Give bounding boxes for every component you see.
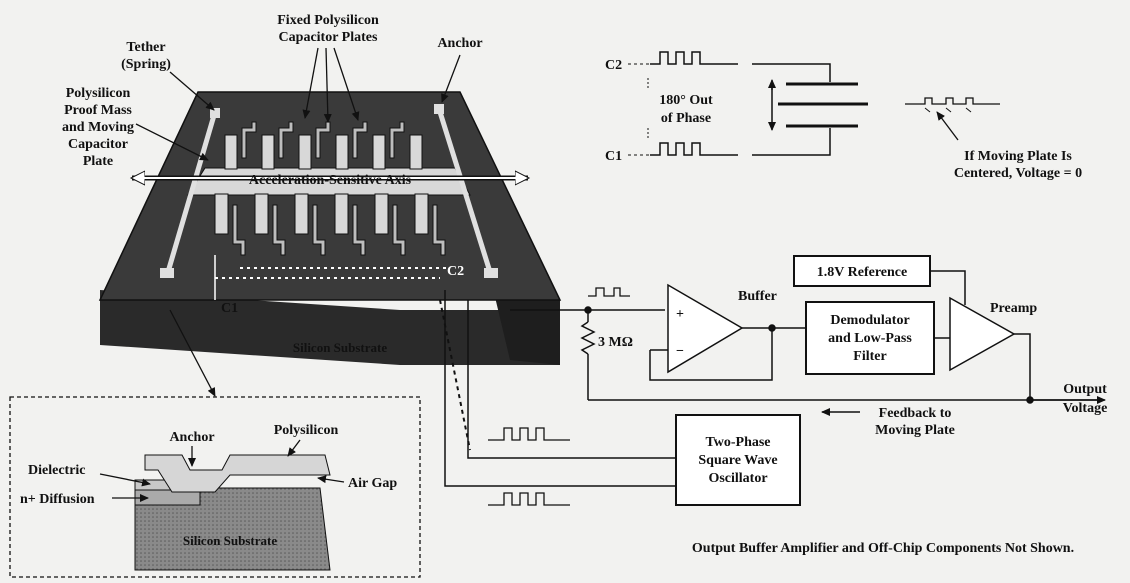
- demodulator-box: [805, 301, 935, 375]
- c1-label: C1: [221, 301, 238, 316]
- anchor-pad-tl: [210, 108, 220, 118]
- proof-mass-label-2: Proof Mass: [64, 103, 132, 118]
- oscillator-box: [675, 414, 801, 506]
- inset-substrate: [134, 487, 331, 571]
- demod-label-1: Demodulator: [830, 313, 909, 328]
- moving-fingers-bottom: [214, 193, 429, 235]
- oscillator-label-1: Two-Phase: [705, 435, 770, 450]
- anchor-pad-br: [484, 268, 498, 278]
- proof-mass-label-3: and Moving: [62, 120, 134, 135]
- output-label-1: Output: [1063, 382, 1107, 397]
- feedback-label-2: Moving Plate: [875, 423, 955, 438]
- reference-box: [793, 255, 931, 287]
- centered-output-wave: [905, 97, 1000, 105]
- resistor: [580, 321, 596, 355]
- footnote: Output Buffer Amplifier and Off-Chip Com…: [692, 541, 1074, 556]
- buffer-amp: [667, 283, 744, 374]
- cross-section-inset: Anchor Polysilicon Dielectric Air Gap n+…: [9, 309, 421, 578]
- anchor-pad-tr: [434, 104, 444, 114]
- osc-wave-1: [488, 427, 570, 441]
- plus-sign: +: [676, 307, 684, 322]
- axis-label: Acceleration-Sensitive Axis: [249, 173, 412, 188]
- signal-circuit: [439, 255, 1106, 506]
- sensor-chip: Acceleration-Sensitive Axis C1 C2 Silico…: [98, 91, 562, 365]
- phase-note-1: 180° Out: [659, 93, 713, 108]
- inset-n-diffusion-label: n+ Diffusion: [20, 492, 95, 507]
- preamp-label: Preamp: [990, 301, 1037, 316]
- reference-label: 1.8V Reference: [817, 265, 907, 280]
- demod-label-3: Filter: [853, 349, 886, 364]
- inset-polysilicon-label: Polysilicon: [274, 423, 339, 438]
- fixed-plates-label-1: Fixed Polysilicon: [277, 13, 379, 28]
- tether-left: [165, 111, 218, 273]
- tether-label-1: Tether: [126, 40, 165, 55]
- tether-right: [437, 111, 493, 273]
- oscillator-label-2: Square Wave: [698, 453, 777, 468]
- resistor-label: 3 MΩ: [598, 335, 633, 350]
- moving-fingers-top: [224, 134, 423, 170]
- phase-c1-label: C1: [605, 149, 622, 164]
- c2-label: C2: [447, 264, 464, 279]
- inset-dielectric-label: Dielectric: [28, 463, 86, 478]
- minus-sign: −: [676, 344, 684, 359]
- tether-label-2: (Spring): [121, 57, 171, 72]
- fixed-plates-label-2: Capacitor Plates: [279, 30, 378, 45]
- feedback-label-1: Feedback to: [879, 406, 952, 421]
- proof-mass-label-1: Polysilicon: [66, 86, 131, 101]
- substrate-label: Silicon Substrate: [293, 340, 387, 355]
- anchor-label: Anchor: [437, 36, 482, 51]
- c2-square-wave: [650, 51, 738, 65]
- buffer-label: Buffer: [738, 289, 777, 304]
- proof-mass-label-4: Capacitor: [68, 137, 128, 152]
- proof-mass-label-5: Plate: [83, 154, 113, 169]
- fixed-plates-top: [241, 121, 405, 159]
- preamp: [949, 296, 1016, 372]
- inset-polysilicon: [144, 454, 331, 493]
- osc-wave-2: [488, 492, 570, 506]
- demod-label-2: and Low-Pass: [828, 331, 912, 346]
- output-label-2: Voltage: [1063, 401, 1108, 416]
- centered-note-2: Centered, Voltage = 0: [954, 166, 1082, 181]
- c1-square-wave: [650, 142, 738, 156]
- centered-note-1: If Moving Plate Is: [964, 149, 1072, 164]
- fixed-plates-bottom: [232, 204, 446, 256]
- phase-c2-label: C2: [605, 58, 622, 73]
- anchor-pad-bl: [160, 268, 174, 278]
- inset-anchor-label: Anchor: [169, 430, 214, 445]
- oscillator-label-3: Oscillator: [708, 471, 767, 486]
- phase-diagram: C2 C1 180° Out of Phase If Moving Plate …: [605, 51, 1082, 181]
- inset-air-gap-label: Air Gap: [348, 476, 397, 491]
- phase-note-2: of Phase: [661, 111, 711, 126]
- inset-substrate-label: Silicon Substrate: [183, 533, 277, 548]
- input-wave: [588, 287, 630, 297]
